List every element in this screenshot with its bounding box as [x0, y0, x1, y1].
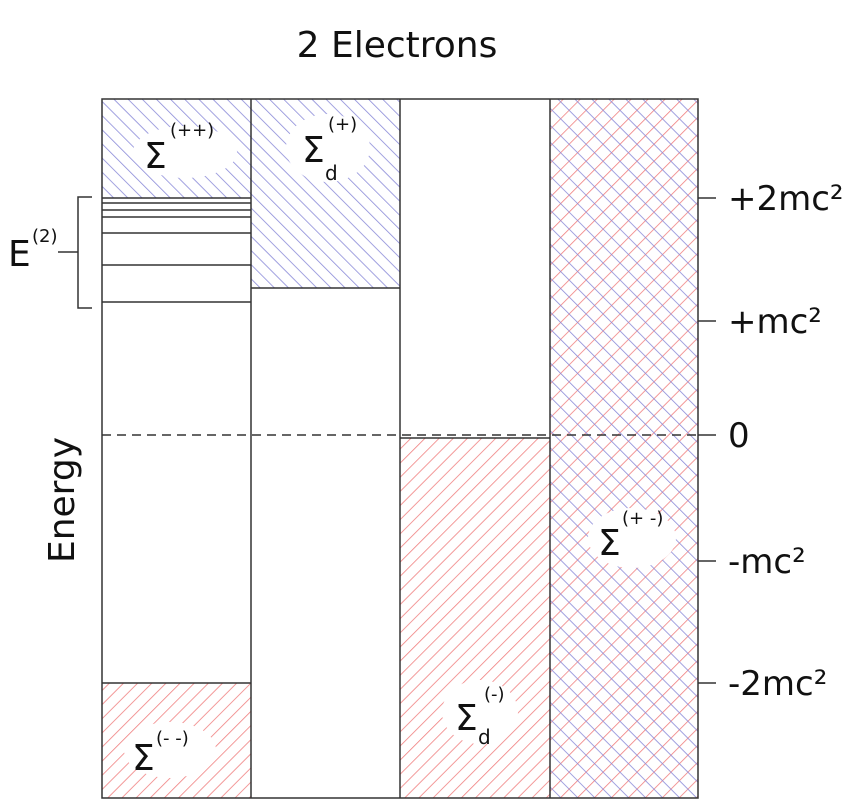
svg-text:Σ: Σ: [144, 136, 167, 177]
svg-text:d: d: [325, 161, 338, 185]
label-sigma-d-minus: Σ d (-): [442, 680, 518, 749]
column-frames: [101, 98, 699, 799]
svg-text:Σ: Σ: [455, 698, 478, 739]
tick-label-zero: 0: [728, 416, 750, 456]
label-sigma-pp: Σ (++): [133, 120, 237, 178]
region-sigma-d-minus: [400, 438, 550, 798]
energy-axis-label: Energy: [42, 437, 83, 563]
label-sigma-pm: Σ (+ -): [588, 508, 676, 568]
tick-label-plus-2mc2: +2mc²: [728, 179, 844, 219]
svg-text:(- -): (- -): [156, 728, 189, 749]
tick-label-minus-mc2: -mc²: [728, 542, 806, 582]
bound-state-lines: [102, 202, 251, 303]
label-sigma-d-plus: Σ d (+): [286, 114, 370, 185]
region-sigma-pm: [550, 99, 698, 798]
svg-text:(++): (++): [170, 120, 214, 141]
svg-text:Σ: Σ: [132, 738, 155, 779]
tick-label-minus-2mc2: -2mc²: [728, 664, 827, 704]
svg-text:Σ: Σ: [598, 523, 621, 564]
tick-label-plus-mc2: +mc²: [728, 302, 822, 342]
svg-text:(+): (+): [328, 114, 357, 135]
svg-text:(-): (-): [484, 684, 505, 705]
svg-text:Σ: Σ: [302, 130, 325, 171]
bound-states-label: E: [8, 234, 31, 275]
diagram-title: 2 Electrons: [297, 25, 498, 66]
svg-text:d: d: [478, 725, 491, 749]
bound-states-superscript: (2): [32, 226, 58, 247]
bound-states-bracket: [77, 196, 92, 309]
label-sigma-mm: Σ (- -): [124, 722, 216, 779]
axis-ticks: [698, 197, 716, 684]
svg-text:(+ -): (+ -): [622, 508, 663, 529]
